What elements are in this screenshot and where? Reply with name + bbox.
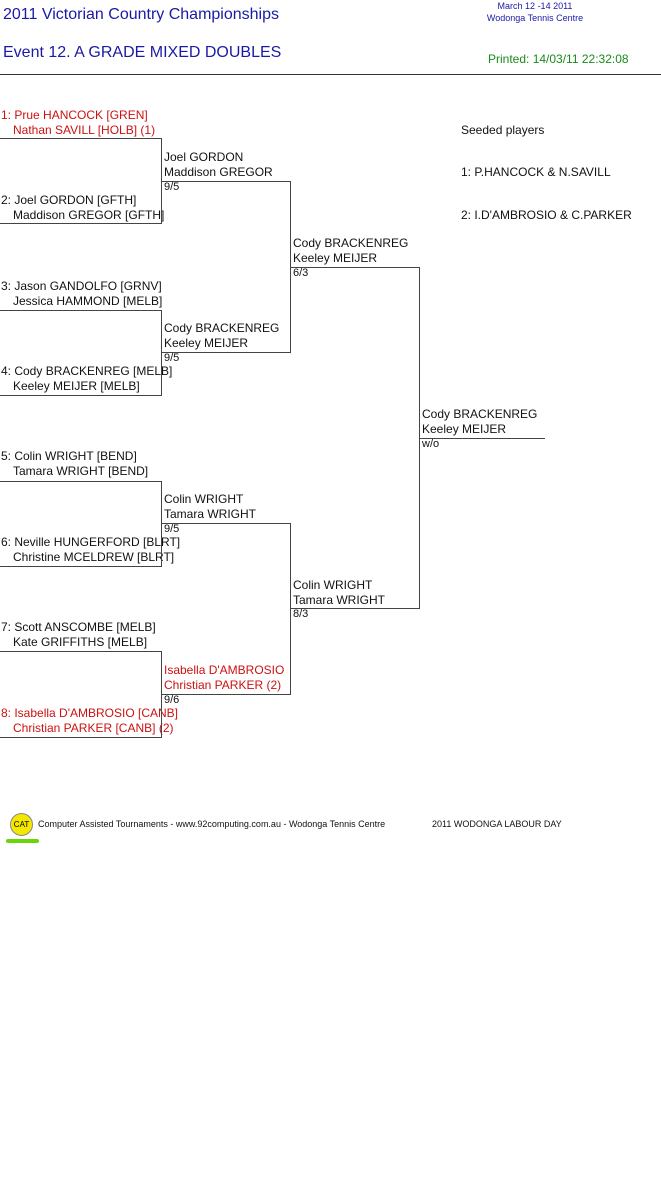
sf-match-2-player2: Tamara WRIGHT: [293, 593, 386, 607]
final-line: [420, 438, 545, 439]
r2-match-2-score: 9/5: [164, 352, 180, 364]
r1-line-7: [0, 651, 162, 652]
r1-connector-2: [161, 310, 162, 396]
r2-line-3: [162, 523, 291, 524]
r1-entry-4-player2: Keeley MEIJER [MELB]: [13, 379, 140, 393]
sf-match-1-player1: Cody BRACKENREG: [293, 236, 409, 250]
r1-entry-3-player2: Jessica HAMMOND [MELB]: [13, 294, 163, 308]
seed-1: 1: P.HANCOCK & N.SAVILL: [461, 165, 611, 179]
r1-entry-7-player1: 7: Scott ANSCOMBE [MELB]: [1, 620, 156, 634]
r2-match-1-player2: Maddison GREGOR: [164, 165, 273, 179]
r1-entry-8-player1: 8: Isabella D'AMBROSIO [CANB]: [1, 706, 179, 720]
r1-line-5: [0, 481, 162, 482]
r1-line-2: [0, 223, 162, 224]
r1-entry-5-player1: 5: Colin WRIGHT [BEND]: [1, 449, 137, 463]
r1-entry-8-player2: Christian PARKER [CANB] (2): [13, 721, 174, 735]
final-score: w/o: [422, 438, 440, 450]
r1-connector-1: [161, 138, 162, 224]
logo-underline: [6, 839, 39, 843]
r1-entry-4-player1: 4: Cody BRACKENREG [MELB]: [1, 364, 173, 378]
r2-match-2-player1: Cody BRACKENREG: [164, 321, 280, 335]
sf-match-1-player2: Keeley MEIJER: [293, 251, 378, 265]
r2-match-2-player2: Keeley MEIJER: [164, 336, 249, 350]
r1-line-1: [0, 138, 162, 139]
page-title: 2011 Victorian Country Championships: [3, 6, 280, 23]
r1-connector-4: [161, 651, 162, 738]
r2-match-1-score: 9/5: [164, 181, 180, 193]
r1-line-6: [0, 566, 162, 567]
sf-line-1: [291, 267, 420, 268]
r1-entry-1-player2: Nathan SAVILL [HOLB] (1): [13, 123, 156, 137]
event-dates: March 12 -14 2011: [497, 1, 573, 11]
r1-entry-6-player1: 6: Neville HUNGERFORD [BLRT]: [1, 535, 181, 549]
r1-entry-3-player1: 3: Jason GANDOLFO [GRNV]: [1, 279, 162, 293]
r2-connector-1: [290, 181, 291, 353]
r1-entry-2-player2: Maddison GREGOR [GFTH]: [13, 208, 165, 222]
sf-line-2: [291, 608, 420, 609]
r2-match-1-player1: Joel GORDON: [164, 150, 244, 164]
printed-timestamp: Printed: 14/03/11 22:32:08: [488, 52, 629, 66]
r2-match-3-player1: Colin WRIGHT: [164, 492, 244, 506]
r1-line-3: [0, 310, 162, 311]
r1-entry-5-player2: Tamara WRIGHT [BEND]: [13, 464, 149, 478]
r1-entry-7-player2: Kate GRIFFITHS [MELB]: [13, 635, 148, 649]
footer-event: 2011 WODONGA LABOUR DAY: [432, 819, 562, 829]
sf-match-1-score: 6/3: [293, 267, 309, 279]
final-winner-player1: Cody BRACKENREG: [422, 407, 538, 421]
r2-match-4-player1: Isabella D'AMBROSIO: [164, 663, 285, 677]
r2-connector-2: [290, 523, 291, 695]
r1-line-4: [0, 395, 162, 396]
r2-match-3-player2: Tamara WRIGHT: [164, 507, 257, 521]
header-divider: [0, 74, 661, 75]
r2-line-2: [162, 352, 291, 353]
final-winner-player2: Keeley MEIJER: [422, 422, 507, 436]
sf-connector: [419, 267, 420, 609]
event-title: Event 12. A GRADE MIXED DOUBLES: [3, 44, 282, 61]
seeded-heading: Seeded players: [461, 123, 545, 137]
seed-2: 2: I.D'AMBROSIO & C.PARKER: [461, 208, 632, 222]
r1-entry-6-player2: Christine MCELDREW [BLRT]: [13, 550, 175, 564]
cat-logo-icon: CAT: [10, 813, 33, 836]
event-venue: Wodonga Tennis Centre: [486, 13, 584, 23]
r2-match-4-score: 9/6: [164, 694, 180, 706]
footer-credit: Computer Assisted Tournaments - www.92co…: [38, 819, 386, 829]
r2-line-1: [162, 181, 291, 182]
r1-line-8: [0, 737, 162, 738]
r1-entry-1-player1: 1: Prue HANCOCK [GREN]: [1, 108, 148, 122]
sf-match-2-player1: Colin WRIGHT: [293, 578, 373, 592]
sf-match-2-score: 8/3: [293, 608, 309, 620]
r2-match-3-score: 9/5: [164, 523, 180, 535]
r2-line-4: [162, 694, 291, 695]
r1-connector-3: [161, 481, 162, 567]
r2-match-4-player2: Christian PARKER (2): [164, 678, 282, 692]
r1-entry-2-player1: 2: Joel GORDON [GFTH]: [1, 193, 137, 207]
